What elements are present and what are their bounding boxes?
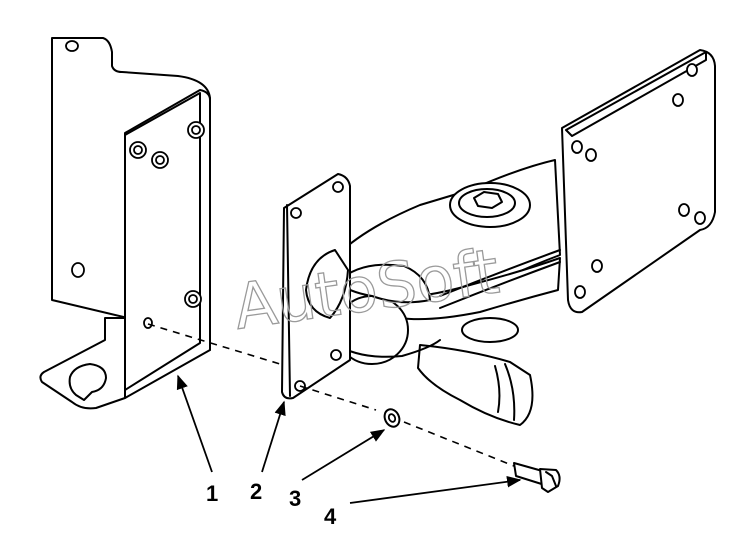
callout-label-4: 4 [324,504,337,529]
bolt-part [513,462,561,493]
vesa-plate [561,49,716,314]
bracket-part [39,37,211,410]
monitor-arm [329,159,561,426]
callout-label-1: 1 [206,481,218,506]
callout-label-3: 3 [289,486,301,511]
bracket-bolt-mid [151,151,169,169]
callout-3: 3 [289,429,386,511]
callout-1: 1 [176,374,218,506]
assembly-axis-line [147,323,515,467]
callout-label-2: 2 [250,479,262,504]
washer-part [383,408,401,428]
adapter-plate-part [281,173,351,400]
bracket-bolt-lower [184,290,202,308]
callout-4: 4 [324,476,522,529]
bracket-bolt-upper-right [187,121,205,139]
callout-2: 2 [250,400,286,504]
bracket-bolt-upper-left [129,141,147,159]
